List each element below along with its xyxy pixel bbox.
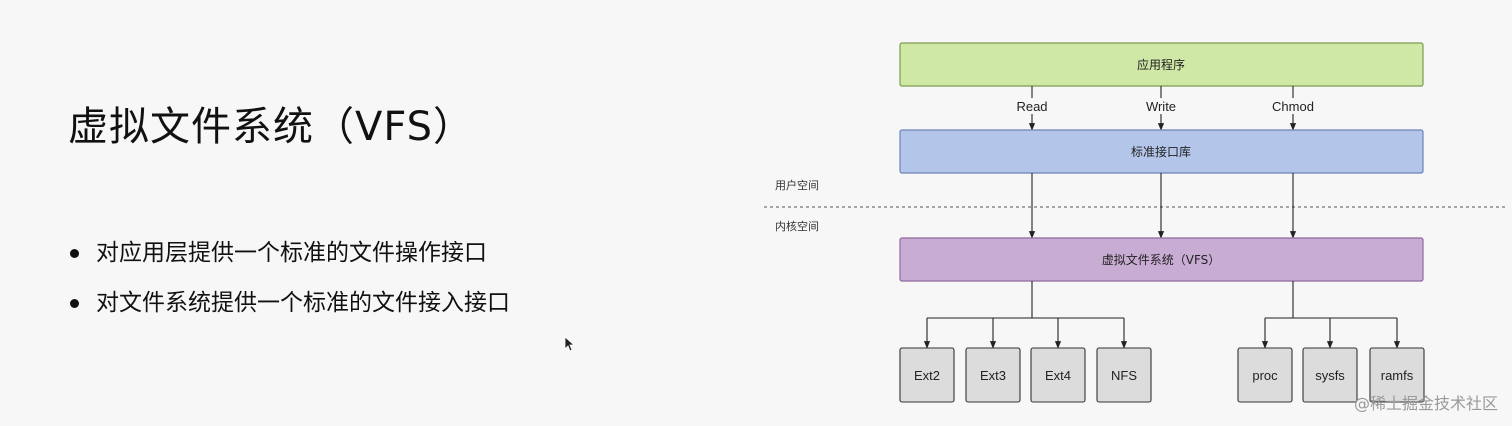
app-layer-label: 应用程序 <box>1137 57 1185 72</box>
fs-label-nfs: NFS <box>1111 368 1137 383</box>
fs-label-ext3: Ext3 <box>980 368 1006 383</box>
fs-box-proc <box>1237 347 1293 403</box>
bullet-item-fs-interface: 对文件系统提供一个标准的文件接入接口 <box>70 286 510 320</box>
bullet-list: 对应用层提供一个标准的文件操作接口 对文件系统提供一个标准的文件接入接口 <box>70 236 510 336</box>
fs-box-ext3 <box>965 347 1021 403</box>
fs-label-ramfs: ramfs <box>1381 368 1414 383</box>
mouse-cursor-icon <box>564 336 574 352</box>
user-space-label: 用户空间 <box>775 178 819 192</box>
fs-box-nfs <box>1096 347 1152 403</box>
op-label-chmod: Chmod <box>1272 99 1314 114</box>
kernel-space-label: 内核空间 <box>775 219 819 233</box>
op-label-write: Write <box>1146 99 1176 114</box>
fs-label-proc: proc <box>1252 368 1278 383</box>
bullet-item-app-interface: 对应用层提供一个标准的文件操作接口 <box>70 236 510 270</box>
fs-box-ext2 <box>899 347 955 403</box>
vfs-label: 虚拟文件系统（VFS） <box>1102 252 1221 267</box>
std-lib-label: 标准接口库 <box>1131 144 1191 159</box>
vfs-box <box>899 237 1424 282</box>
watermark: @稀土掘金技术社区 <box>1353 394 1498 413</box>
fs-box-ramfs <box>1369 347 1425 403</box>
op-label-read: Read <box>1016 99 1047 114</box>
fs-box-ext4 <box>1030 347 1086 403</box>
slide-title: 虚拟文件系统（VFS） <box>68 104 475 150</box>
fs-label-sysfs: sysfs <box>1315 368 1345 383</box>
fs-label-ext2: Ext2 <box>914 368 940 383</box>
fs-box-sysfs <box>1302 347 1358 403</box>
fs-label-ext4: Ext4 <box>1045 368 1071 383</box>
